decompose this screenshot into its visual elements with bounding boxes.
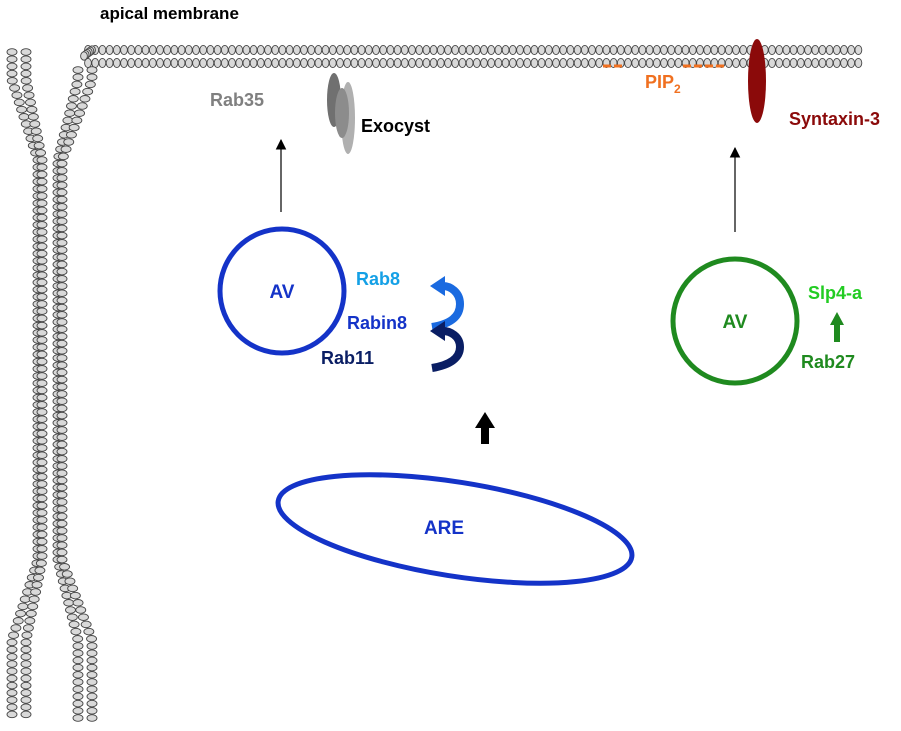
rab8-activation-arrow: [430, 276, 465, 331]
plasma-membrane: [6, 44, 863, 722]
exocyst-label: Exocyst: [361, 116, 430, 136]
syntaxin-3-protein: [748, 39, 766, 123]
right-av-label: AV: [723, 312, 748, 333]
rab35-label: Rab35: [210, 90, 264, 110]
apical-membrane-title: apical membrane: [100, 4, 239, 23]
upward-transport-arrow: [475, 412, 495, 444]
rabin8-label: Rabin8: [347, 313, 407, 333]
slp4a-label: Slp4-a: [808, 283, 863, 303]
rab8-label: Rab8: [356, 269, 400, 289]
rab11-activation-arrow: [430, 321, 465, 372]
are-label: ARE: [424, 518, 464, 539]
rab27-label: Rab27: [801, 352, 855, 372]
apical-recycling-endosome: [275, 472, 635, 586]
left-apical-vesicle: [217, 226, 347, 356]
right-apical-vesicle: [670, 256, 800, 386]
pip2-label: PIP2: [645, 72, 681, 96]
rab11-label: Rab11: [321, 348, 374, 368]
left-av-label: AV: [270, 282, 295, 303]
syntaxin-3-label: Syntaxin-3: [789, 109, 880, 129]
exocyst-complex: [327, 73, 355, 154]
rab27-to-slp4a-arrow: [830, 312, 844, 342]
